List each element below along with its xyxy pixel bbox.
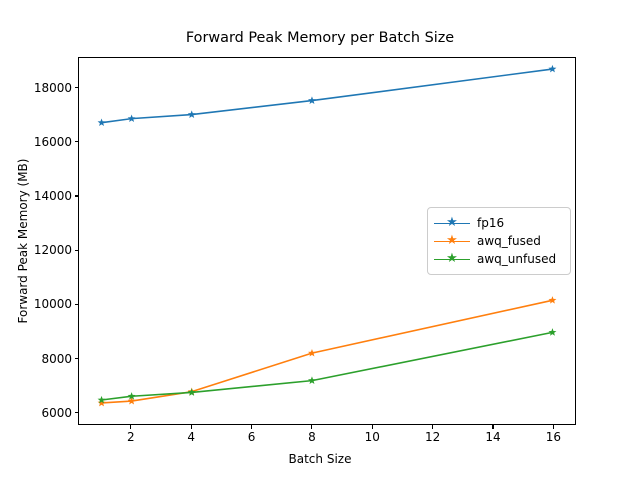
x-tick-mark bbox=[371, 425, 373, 429]
chart-title: Forward Peak Memory per Batch Size bbox=[185, 30, 455, 46]
y-tick-label: 14000 bbox=[33, 189, 72, 204]
y-tick-mark bbox=[74, 195, 78, 197]
data-point-marker bbox=[187, 110, 196, 118]
legend-label: awq_unfused bbox=[477, 252, 557, 266]
data-point-marker bbox=[548, 296, 557, 304]
data-point-marker bbox=[127, 392, 136, 400]
x-tick-label: 4 bbox=[187, 430, 195, 444]
x-tick-mark bbox=[250, 425, 253, 429]
legend-label: awq_fused bbox=[477, 234, 541, 248]
series-awq_unfused bbox=[97, 328, 557, 404]
data-point-marker bbox=[97, 118, 106, 127]
y-tick-mark bbox=[74, 358, 78, 360]
series-awq_fused bbox=[97, 296, 557, 407]
legend-item-awq_unfused[interactable]: ★ awq_unfused bbox=[434, 250, 562, 268]
y-tick-mark bbox=[74, 249, 78, 251]
star-icon: ★ bbox=[446, 251, 458, 266]
y-tick-mark bbox=[74, 141, 78, 143]
y-tick-label: 16000 bbox=[33, 134, 72, 149]
plot-lines bbox=[97, 64, 557, 407]
x-tick-label: 2 bbox=[126, 430, 135, 444]
y-tick-label: 12000 bbox=[33, 243, 72, 258]
x-tick-mark bbox=[492, 425, 494, 429]
data-point-marker bbox=[307, 348, 316, 357]
data-point-marker bbox=[187, 388, 196, 396]
y-tick-label: 18000 bbox=[33, 80, 72, 95]
data-point-marker bbox=[548, 328, 557, 336]
y-tick-label: 8000 bbox=[41, 351, 72, 366]
data-point-marker bbox=[548, 64, 557, 73]
x-tick-mark bbox=[311, 425, 313, 429]
x-tick-label: 12 bbox=[424, 430, 441, 444]
y-tick-mark bbox=[74, 87, 78, 89]
legend-item-awq_fused[interactable]: ★ awq_fused bbox=[434, 232, 562, 250]
y-tick-mark bbox=[74, 303, 78, 305]
x-tick-label: 16 bbox=[545, 430, 561, 444]
x-tick-mark bbox=[190, 425, 192, 429]
legend-item-fp16[interactable]: ★ fp16 bbox=[434, 214, 562, 232]
x-tick-label: 14 bbox=[485, 430, 501, 444]
x-tick-label: 8 bbox=[308, 430, 316, 444]
legend-label: fp16 bbox=[477, 216, 505, 230]
legend-line bbox=[434, 240, 470, 243]
x-tick-mark bbox=[130, 425, 132, 429]
legend[interactable]: ★ fp16 ★ awq_fused ★ awq_unfused bbox=[427, 207, 571, 275]
y-axis-label: Forward Peak Memory (MB) bbox=[16, 158, 30, 324]
legend-line bbox=[434, 222, 470, 225]
x-axis-label: Batch Size bbox=[288, 452, 352, 466]
series-line bbox=[100, 68, 554, 124]
legend-swatch: ★ bbox=[434, 233, 470, 249]
y-tick-label: 6000 bbox=[41, 405, 72, 420]
legend-swatch: ★ bbox=[434, 251, 470, 267]
x-tick-mark bbox=[432, 425, 434, 429]
x-tick-label: 10 bbox=[364, 430, 380, 444]
series-line bbox=[100, 299, 554, 404]
data-point-marker bbox=[97, 398, 106, 407]
x-tick-mark bbox=[552, 425, 554, 429]
data-point-marker bbox=[307, 376, 316, 384]
legend-line bbox=[434, 258, 470, 261]
data-point-marker bbox=[127, 114, 136, 123]
y-tick-mark bbox=[74, 412, 78, 414]
data-point-marker bbox=[127, 396, 136, 405]
data-point-marker bbox=[97, 395, 106, 404]
y-tick-label: 10000 bbox=[33, 297, 72, 312]
star-icon: ★ bbox=[446, 215, 458, 230]
series-fp16 bbox=[97, 64, 557, 127]
legend-swatch: ★ bbox=[434, 215, 470, 231]
x-tick-label: 6 bbox=[247, 430, 256, 444]
star-icon: ★ bbox=[446, 233, 458, 248]
series-line bbox=[100, 331, 554, 401]
data-point-marker bbox=[307, 96, 316, 104]
